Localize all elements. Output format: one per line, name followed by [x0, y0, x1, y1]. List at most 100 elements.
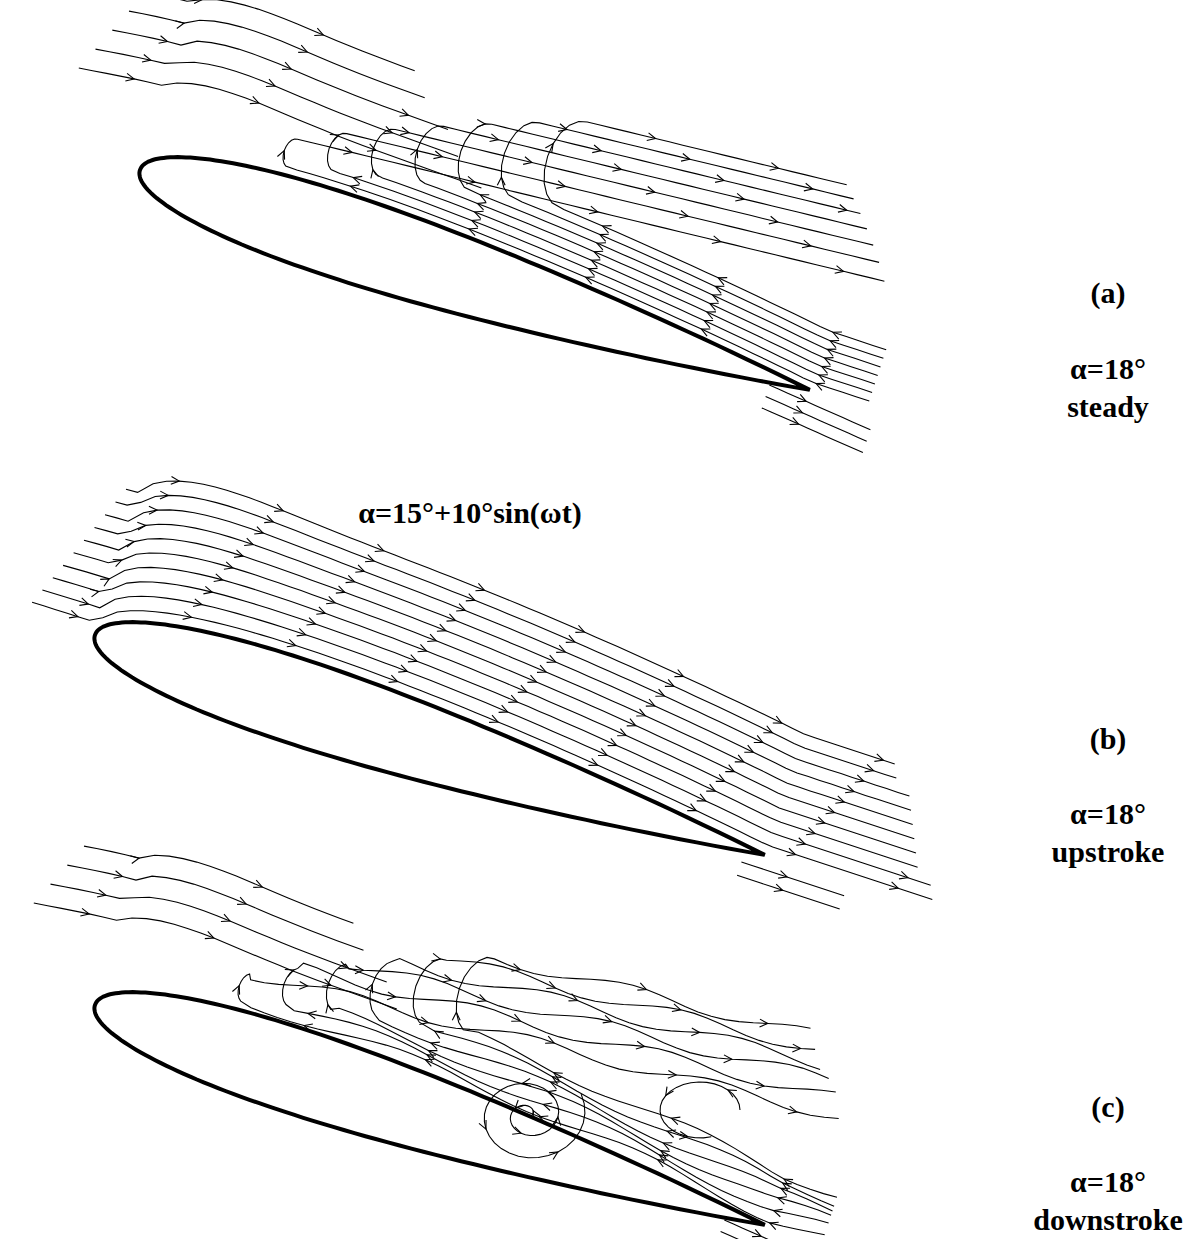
flow-arrow [437, 624, 446, 631]
flow-arrow [511, 1014, 520, 1021]
flow-arrow [533, 1111, 540, 1120]
flow-arrow [346, 575, 355, 582]
flow-arrow [735, 755, 744, 762]
flow-arrow [646, 699, 655, 706]
flow-arrow [804, 183, 813, 191]
flow-arrow [816, 383, 825, 390]
flow-arrow [425, 1059, 434, 1066]
flow-arrow [668, 1071, 676, 1079]
flow-arrow [287, 639, 296, 646]
flow-arrow [314, 28, 323, 35]
flow-arrow [598, 748, 607, 755]
flow-arrow [778, 871, 787, 878]
flow-arrow [477, 203, 486, 210]
flow-arrow [827, 349, 836, 356]
flow-arrow [410, 149, 417, 158]
streamline [126, 481, 895, 764]
flow-arrow [592, 145, 601, 153]
flow-arrow [672, 1004, 681, 1012]
flow-arrow [264, 515, 273, 522]
flow-arrow [428, 1050, 437, 1057]
flow-arrow [855, 775, 864, 782]
flow-arrow [754, 735, 763, 742]
flow-arrow [833, 332, 842, 339]
flow-arrow [431, 953, 440, 961]
flow-arrow [171, 476, 179, 484]
flow-arrow [825, 358, 834, 365]
flow-arrow [224, 562, 233, 569]
flow-arrow [715, 175, 724, 183]
streamline [660, 1082, 740, 1138]
flow-arrow [617, 729, 626, 736]
flow-arrow [398, 665, 407, 672]
flow-arrow [69, 610, 78, 617]
flow-arrow [350, 185, 359, 192]
flow-arrow [277, 151, 284, 160]
flow-arrow [735, 193, 744, 201]
flow-arrow [375, 544, 384, 551]
flow-arrow [543, 1103, 552, 1111]
flow-arrow [784, 1179, 793, 1186]
flow-arrow [365, 984, 372, 993]
flow-arrow [149, 506, 157, 514]
streamline [544, 122, 886, 350]
flow-arrow [232, 986, 239, 995]
flow-arrow [308, 1011, 317, 1019]
flow-arrow [443, 974, 452, 982]
streamline [741, 862, 844, 896]
flow-arrow [671, 1117, 680, 1124]
streamline [105, 510, 909, 796]
streamline [238, 974, 839, 1235]
flow-arrow [792, 1044, 800, 1052]
flow-arrow [97, 889, 106, 897]
streamline [84, 846, 353, 923]
flow-arrow [435, 1031, 444, 1038]
flow-arrow [400, 109, 409, 116]
flow-arrow [687, 804, 696, 811]
flow-arrow [194, 0, 202, 3]
streamline [63, 565, 916, 853]
streamline [456, 957, 837, 1197]
flow-arrow [554, 1073, 563, 1080]
streamline [769, 385, 870, 430]
flow-arrow [355, 565, 364, 572]
flow-arrow [637, 983, 646, 990]
flow-arrow [712, 236, 721, 244]
streamline [51, 884, 387, 982]
flow-arrow [822, 366, 831, 373]
flow-arrow [523, 1079, 532, 1087]
flow-arrow [889, 882, 898, 889]
flow-arrow [90, 589, 99, 597]
flow-arrow [515, 1100, 524, 1108]
streamline [283, 963, 836, 1223]
flow-arrow [646, 187, 655, 195]
flow-arrow [718, 278, 727, 285]
flow-arrow [477, 994, 486, 1001]
flow-arrow [770, 163, 779, 171]
flow-arrow [704, 320, 713, 327]
flow-arrow [418, 644, 427, 651]
flow-arrow [546, 981, 555, 988]
flow-arrow [760, 1019, 768, 1027]
flow-arrow [706, 784, 715, 791]
flow-arrow [763, 726, 772, 733]
flow-arrow [80, 908, 89, 916]
flow-arrow [304, 1024, 313, 1032]
flow-arrow [452, 1012, 460, 1020]
flow-arrow [456, 604, 465, 611]
flow-arrow [713, 295, 722, 302]
flow-arrow [787, 848, 796, 855]
flow-arrow [130, 856, 139, 864]
flow-arrow [793, 406, 802, 413]
flow-arrow [511, 964, 520, 972]
flow-arrow [830, 341, 839, 348]
airfoil [94, 992, 764, 1225]
flow-arrow [125, 539, 134, 547]
flow-arrow [353, 176, 362, 183]
flow-arrow [527, 675, 536, 682]
annotation-label: upstroke [1050, 835, 1167, 870]
flow-arrow [835, 266, 844, 274]
flow-arrow [125, 73, 134, 81]
flow-arrow [594, 251, 603, 258]
